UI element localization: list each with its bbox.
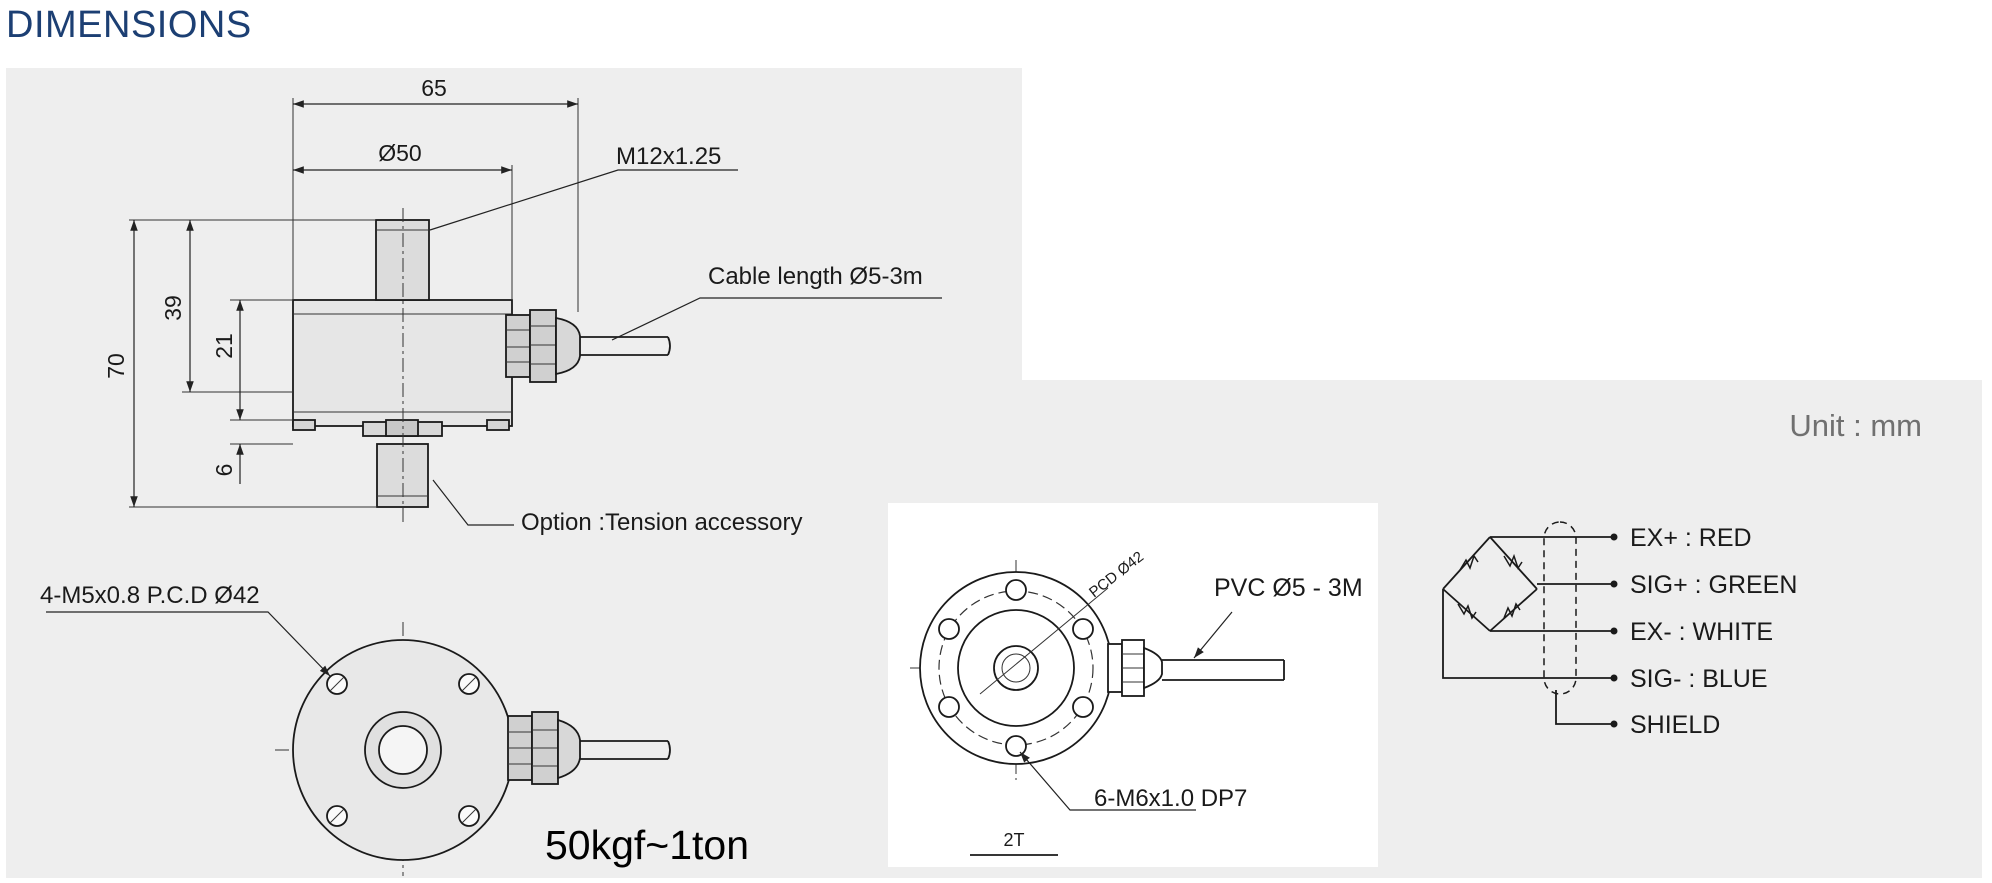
- option-leader: [432, 479, 514, 526]
- terminal-dot: [1610, 580, 1618, 588]
- inset-hole-callout: 6-M6x1.0 DP7: [1094, 785, 1247, 812]
- wire-label-sig-minus: SIG- : BLUE: [1630, 665, 1768, 693]
- cable-leader: [611, 297, 942, 341]
- inset-2t-drawing: PCD Ø42 PVC Ø5 - 3M 6-M6x1.0 DP7 2T: [910, 548, 1363, 856]
- option-callout: Option :Tension accessory: [521, 509, 802, 536]
- inset-pcd-label: PCD Ø42: [1086, 548, 1147, 601]
- unit-label: Unit : mm: [1789, 408, 1922, 443]
- mount-hole: [326, 805, 348, 827]
- terminal-dot: [1610, 627, 1618, 635]
- inset-cable-label: PVC Ø5 - 3M: [1214, 574, 1363, 602]
- dim-label-21: 21: [211, 333, 237, 359]
- page-title: DIMENSIONS: [6, 4, 252, 46]
- thread-leader: [429, 169, 738, 231]
- terminal-dot: [1610, 533, 1618, 541]
- mount-hole: [458, 673, 480, 695]
- dim-label-39: 39: [160, 295, 186, 321]
- wire-label-ex-minus: EX- : WHITE: [1630, 618, 1773, 646]
- mount-hole: [458, 805, 480, 827]
- inset-mount-hole: [1072, 618, 1094, 640]
- wire-label-shield: SHIELD: [1630, 711, 1720, 739]
- thread-callout: M12x1.25: [616, 143, 721, 170]
- cable-callout: Cable length Ø5-3m: [708, 263, 923, 290]
- wheatstone-bridge: [1442, 536, 1538, 632]
- cable-shield: [1543, 521, 1577, 695]
- inset-mount-hole: [938, 618, 960, 640]
- bottom-view: 4-M5x0.8 P.C.D Ø42: [40, 582, 671, 876]
- wire-label-ex-plus: EX+ : RED: [1630, 524, 1752, 552]
- cable-gland: [505, 314, 531, 378]
- wiring-diagram: EX+ : RED SIG+ : GREEN EX- : WHITE SIG- …: [1442, 521, 1797, 739]
- inset-mount-hole: [1005, 579, 1027, 601]
- hole-callout: 4-M5x0.8 P.C.D Ø42: [40, 582, 260, 609]
- dim-label-50: Ø50: [378, 140, 421, 166]
- wire-label-sig-plus: SIG+ : GREEN: [1630, 571, 1797, 599]
- inset-mount-hole: [1072, 696, 1094, 718]
- terminal-dot: [1610, 720, 1618, 728]
- inset-model-label: 2T: [1003, 830, 1024, 850]
- hole-leader: [46, 611, 331, 677]
- dim-label-6: 6: [211, 464, 237, 477]
- side-view: 65 Ø50 70 39 21 6 M12x1.25 Cable length …: [103, 75, 942, 536]
- capacity-range: 50kgf~1ton: [545, 822, 750, 868]
- mount-hole: [326, 673, 348, 695]
- dim-label-70: 70: [103, 353, 129, 379]
- terminal-dot: [1610, 674, 1618, 682]
- inset-mount-hole: [938, 696, 960, 718]
- inset-mount-hole: [1005, 735, 1027, 757]
- dim-label-65: 65: [421, 75, 447, 101]
